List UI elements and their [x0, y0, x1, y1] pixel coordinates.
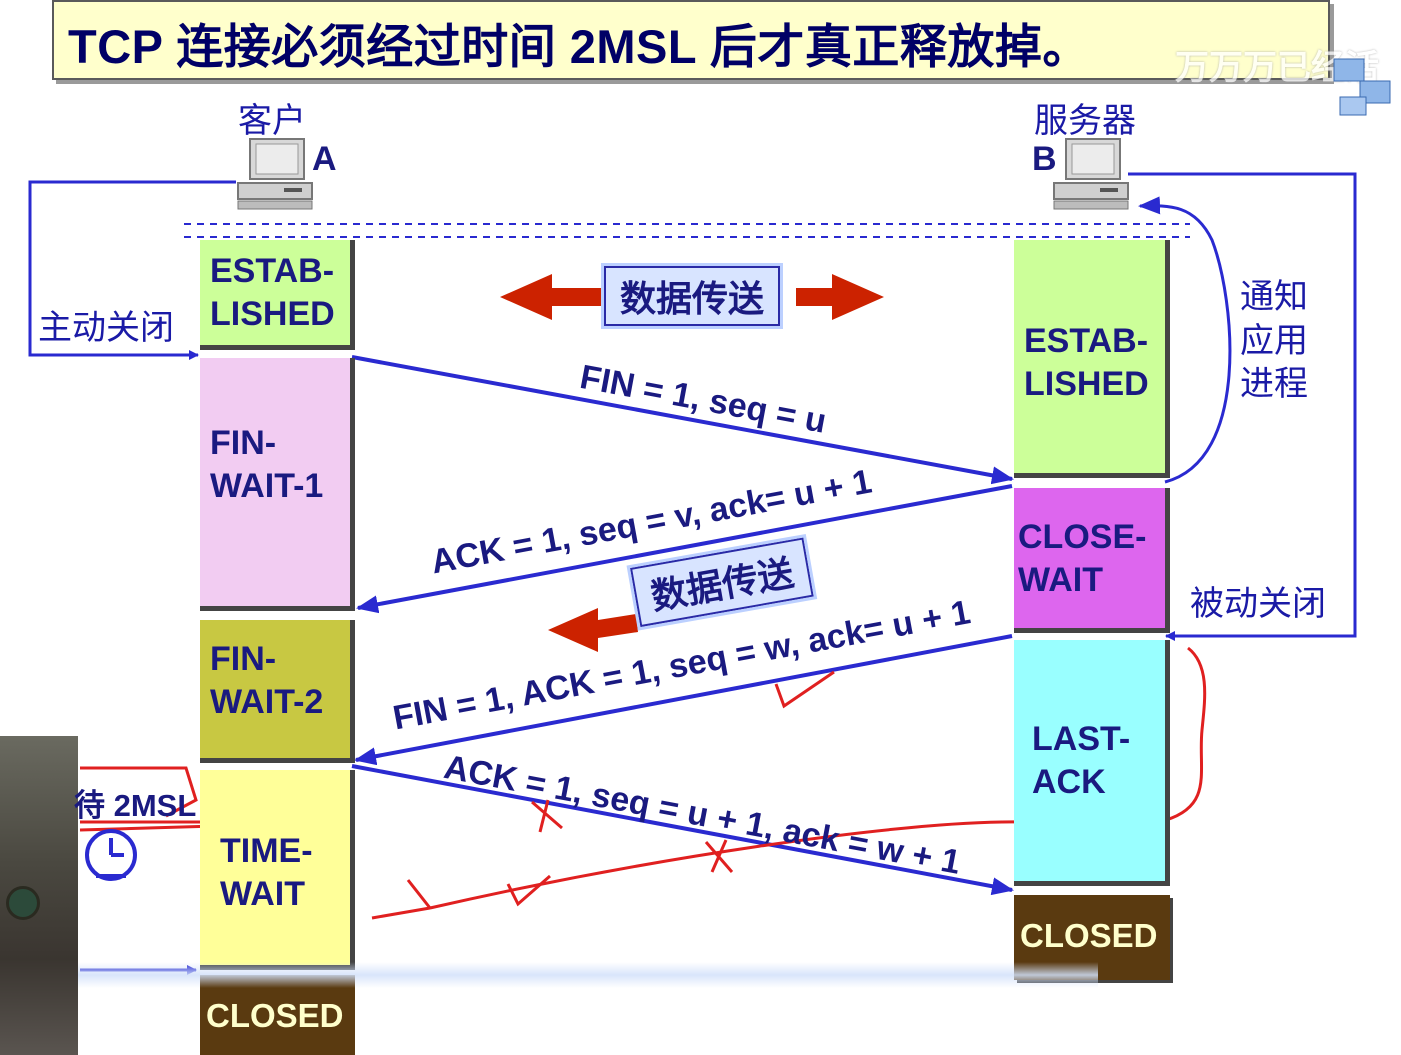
- server-state-last-ack: LAST- ACK: [1014, 640, 1170, 886]
- active-close-connector: [28, 180, 236, 360]
- fin-message-arrow: [351, 355, 1014, 485]
- notify-app-connector: [1138, 196, 1232, 484]
- globe-icon: [6, 886, 40, 920]
- client-state-fin-wait-2: FIN- WAIT-2: [200, 620, 355, 763]
- client-state-time-wait: TIME- WAIT: [200, 770, 355, 970]
- fin-ack-message-arrow: [354, 634, 1013, 766]
- server-state-closed: CLOSED: [1014, 895, 1170, 980]
- ink-annotations: [79, 646, 1207, 920]
- video-overlay-strip: [78, 962, 1098, 988]
- client-label: 客户: [238, 102, 306, 140]
- data-transfer-arrow-left: [500, 274, 602, 320]
- client-computer-icon: [236, 135, 316, 215]
- notify-app-label: 通知 应用 进程: [1240, 278, 1308, 404]
- clock-icon: [82, 826, 140, 884]
- title-banner: [52, 0, 1330, 80]
- watermark-logo-icon: [1330, 45, 1400, 125]
- slide-title: TCP 连接必须经过时间 2MSL 后才真正释放掉。: [68, 20, 1090, 73]
- data-transfer-arrow-right: [796, 274, 884, 320]
- ack-message-arrow: [356, 484, 1013, 614]
- passive-close-label: 被动关闭: [1190, 585, 1326, 623]
- data-transfer-tag: 数据传送: [600, 263, 784, 329]
- wait-2msl-label: 待 2MSL: [74, 788, 197, 823]
- server-computer-icon: [1052, 135, 1132, 215]
- server-state-established: ESTAB- LISHED: [1014, 240, 1170, 478]
- client-state-established: ESTAB- LISHED: [200, 240, 355, 350]
- client-state-fin-wait-1: FIN- WAIT-1: [200, 358, 355, 611]
- passive-close-connector: [1128, 172, 1357, 641]
- server-label: 服务器: [1034, 102, 1136, 140]
- client-state-closed: CLOSED: [200, 975, 355, 1055]
- server-letter: B: [1032, 140, 1057, 178]
- client-letter: A: [312, 140, 337, 178]
- half-data-transfer-arrow: [548, 608, 638, 652]
- active-close-label: 主动关闭: [38, 309, 174, 347]
- webcam-overlay: [0, 736, 78, 1055]
- server-state-close-wait: CLOSE- WAIT: [1014, 488, 1170, 633]
- last-ack-message-arrow: [351, 764, 1014, 896]
